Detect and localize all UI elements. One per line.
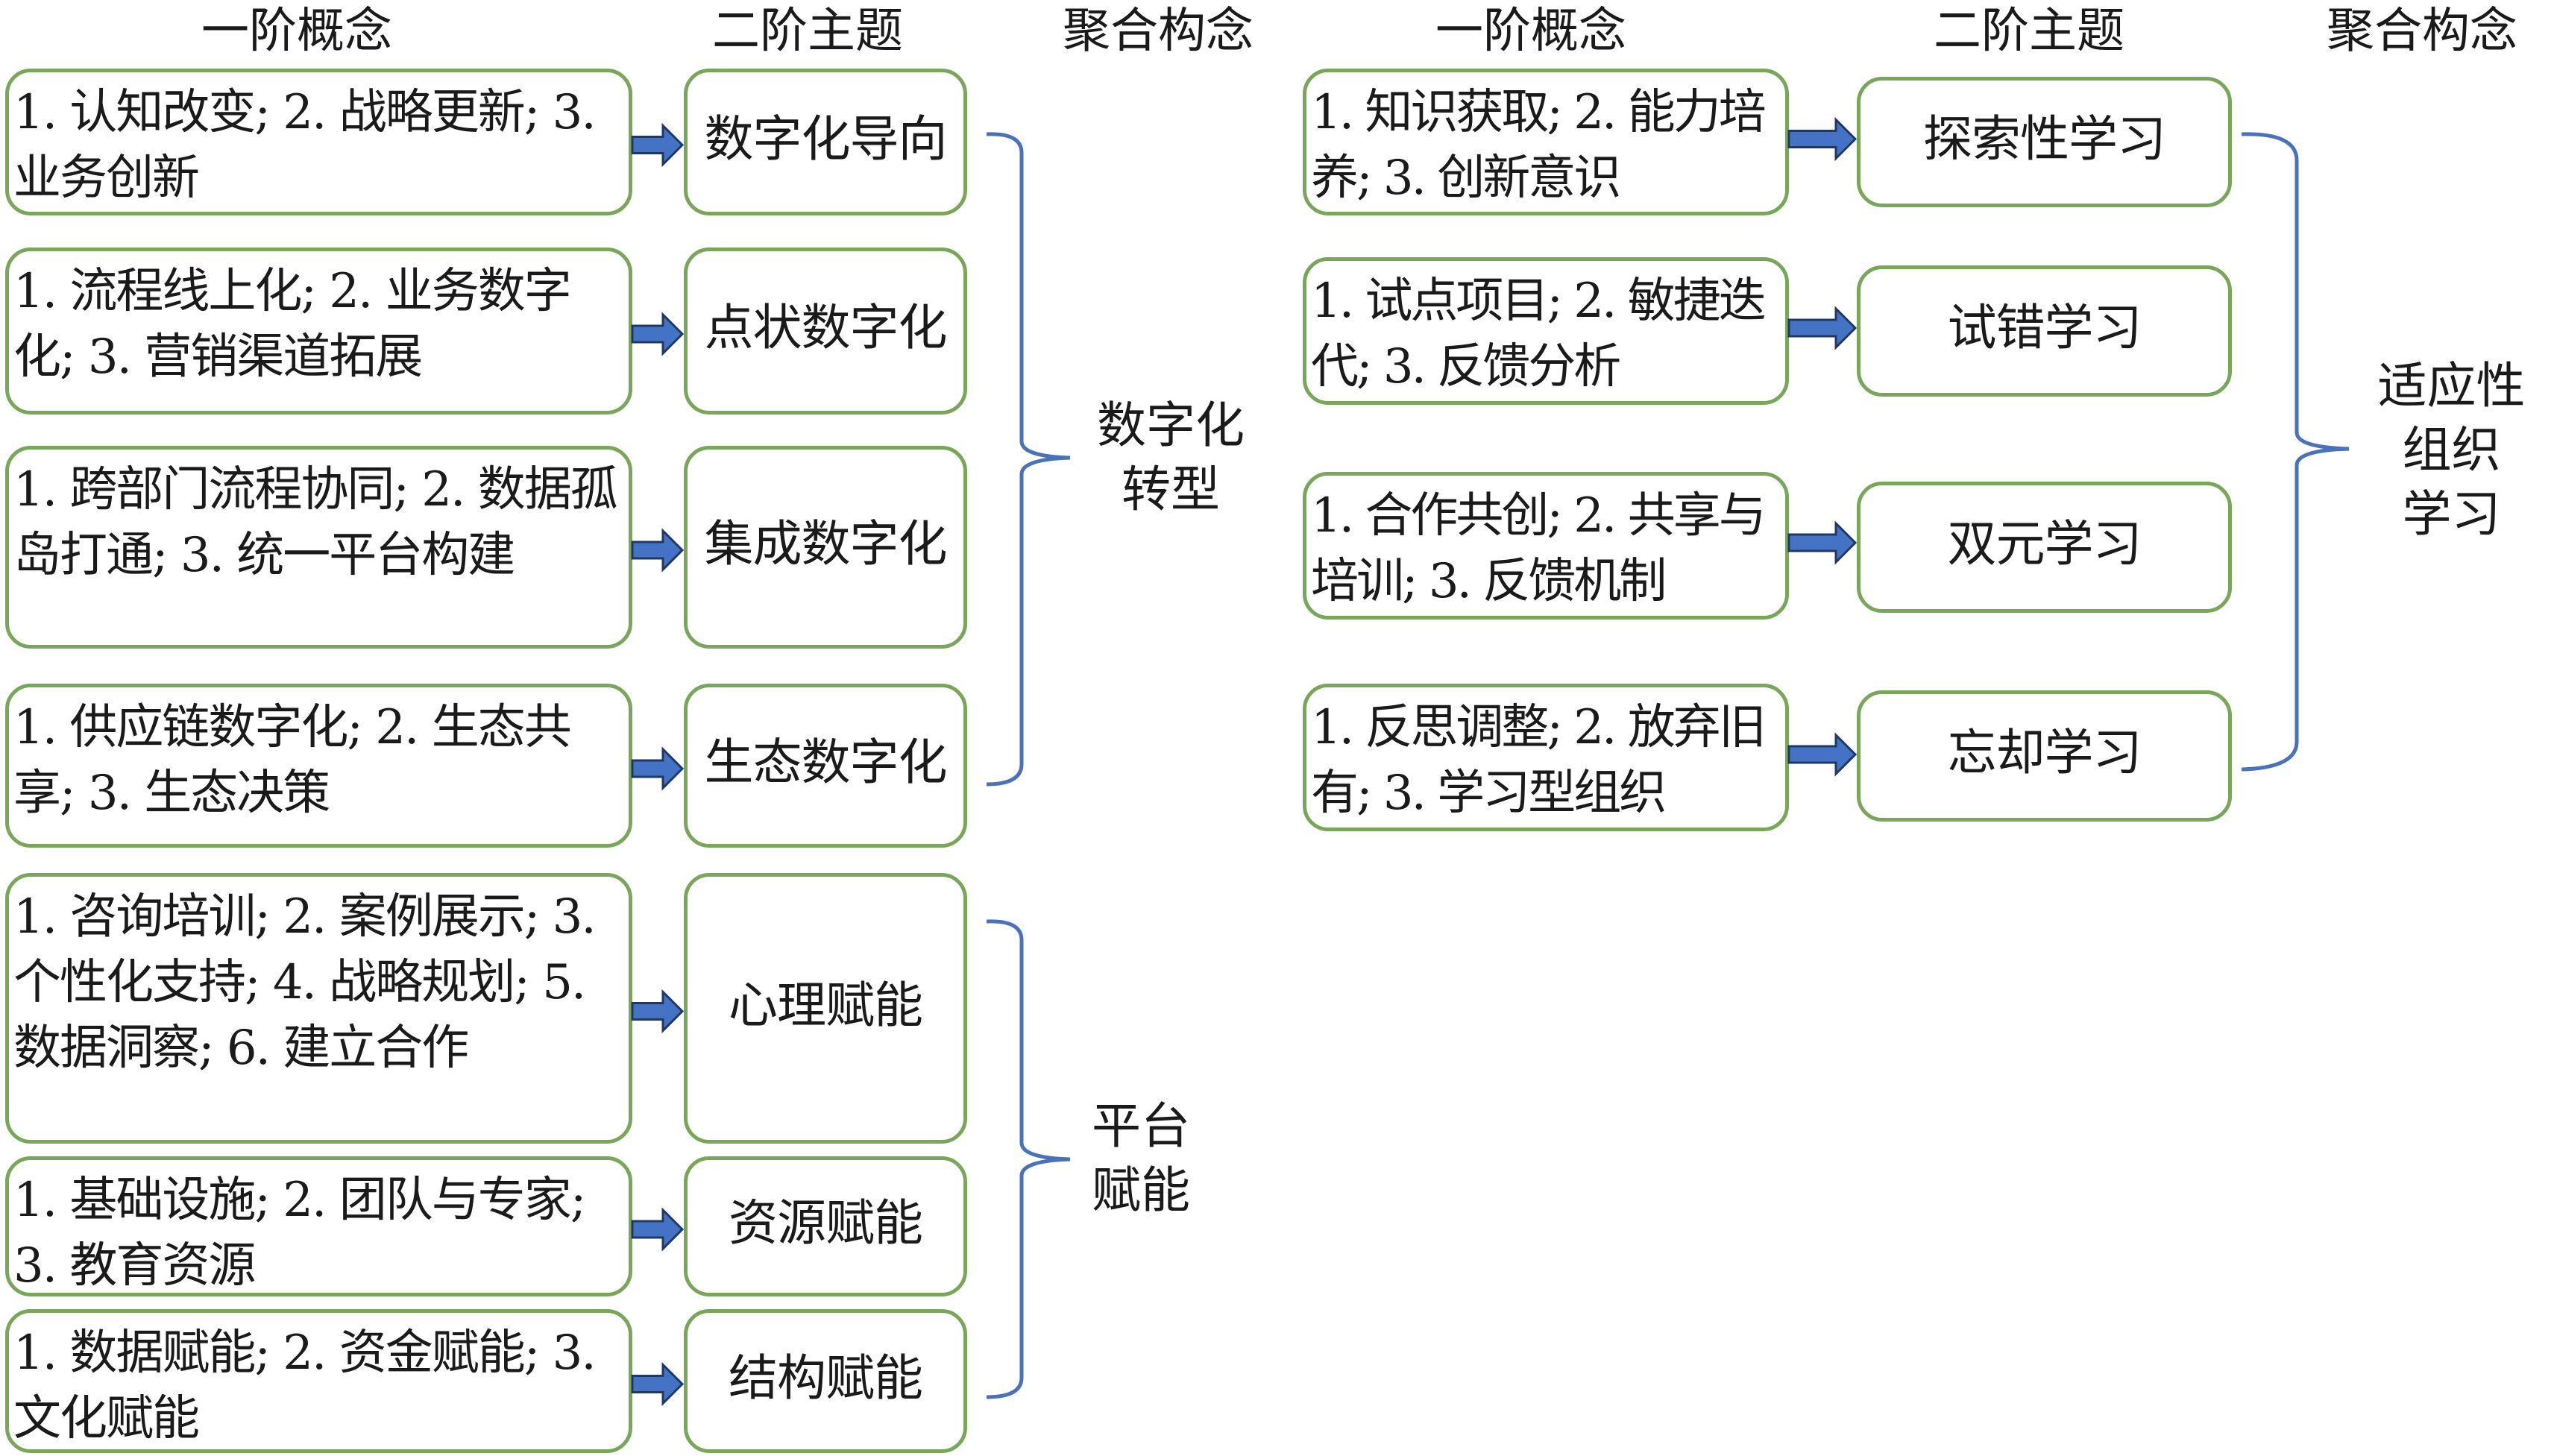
right-arrow-icon [631,528,685,573]
theme-box-psychological-empowerment: 心理赋能 [684,873,967,1144]
right-arrow-icon [631,1361,685,1407]
theme-label: 点状数字化 [704,299,948,356]
theme-box-exploratory-learning: 探索性学习 [1857,77,2232,207]
theme-label: 双元学习 [1947,515,2142,573]
theme-box-unlearning: 忘却学习 [1857,690,2232,822]
header-aggregate-left: 聚合构念 [1063,4,1254,59]
theme-label: 资源赋能 [729,1194,923,1252]
theme-label: 集成数字化 [704,515,948,573]
concept-box-exploratory-learning: 1. 知识获取; 2. 能力培养; 3. 创新意识 [1303,69,1789,215]
concept-box-unlearning: 1. 反思调整; 2. 放弃旧有; 3. 学习型组织 [1303,684,1789,831]
concept-box-ecosystem-digitalization: 1. 供应链数字化; 2. 生态共享; 3. 生态决策 [5,684,632,848]
concept-box-digital-orientation: 1. 认知改变; 2. 战略更新; 3. 业务创新 [5,69,632,215]
right-arrow-icon [1787,306,1858,350]
theme-box-structural-empowerment: 结构赋能 [684,1309,967,1453]
concept-box-resource-empowerment: 1. 基础设施; 2. 团队与专家; 3. 教育资源 [5,1156,632,1296]
theme-box-trial-error-learning: 试错学习 [1857,265,2232,397]
header-aggregate-right: 聚合构念 [2327,4,2517,59]
concept-box-structural-empowerment: 1. 数据赋能; 2. 资金赋能; 3. 文化赋能 [5,1309,632,1453]
header-second-order-left: 二阶主题 [712,4,903,59]
theme-box-point-digitalization: 点状数字化 [684,248,967,415]
right-arrow-icon [1787,732,1858,777]
theme-label: 结构赋能 [729,1349,923,1407]
brace-adaptive-learning-icon [2241,132,2350,772]
theme-label: 试错学习 [1947,299,2142,356]
brace-platform-empowerment-icon [986,919,1071,1399]
theme-box-digital-orientation: 数字化导向 [684,69,967,215]
theme-box-ambidextrous-learning: 双元学习 [1857,482,2232,613]
theme-box-resource-empowerment: 资源赋能 [684,1156,967,1296]
theme-label: 探索性学习 [1923,110,2166,168]
aggregate-platform-empowerment: 平台 赋能 [1092,1097,1190,1219]
right-arrow-icon [631,746,685,791]
concept-box-trial-error-learning: 1. 试点项目; 2. 敏捷迭代; 3. 反馈分析 [1303,257,1789,405]
header-second-order-right: 二阶主题 [1934,4,2124,59]
theme-label: 生态数字化 [704,734,948,791]
concept-box-integrated-digitalization: 1. 跨部门流程协同; 2. 数据孤岛打通; 3. 统一平台构建 [5,446,632,649]
aggregate-adaptive-organizational-learning: 适应性 组织 学习 [2377,357,2526,543]
brace-digital-transformation-icon [986,132,1071,787]
theme-label: 心理赋能 [729,976,923,1034]
right-arrow-icon [631,989,685,1034]
theme-label: 数字化导向 [704,110,948,168]
theme-box-ecosystem-digitalization: 生态数字化 [684,684,967,848]
concept-box-ambidextrous-learning: 1. 合作共创; 2. 共享与培训; 3. 反馈机制 [1303,472,1789,620]
header-first-order-left: 一阶概念 [201,4,392,59]
right-arrow-icon [631,1207,685,1252]
concept-box-point-digitalization: 1. 流程线上化; 2. 业务数字化; 3. 营销渠道拓展 [5,248,632,415]
theme-box-integrated-digitalization: 集成数字化 [684,446,967,649]
right-arrow-icon [1787,116,1858,162]
right-arrow-icon [1787,520,1858,565]
right-arrow-icon [631,312,685,356]
concept-box-psychological-empowerment: 1. 咨询培训; 2. 案例展示; 3. 个性化支持; 4. 战略规划; 5. … [5,873,632,1144]
right-arrow-icon [631,122,685,168]
theme-label: 忘却学习 [1947,724,2142,781]
header-first-order-right: 一阶概念 [1435,4,1626,59]
aggregate-digital-transformation: 数字化 转型 [1097,397,1245,518]
